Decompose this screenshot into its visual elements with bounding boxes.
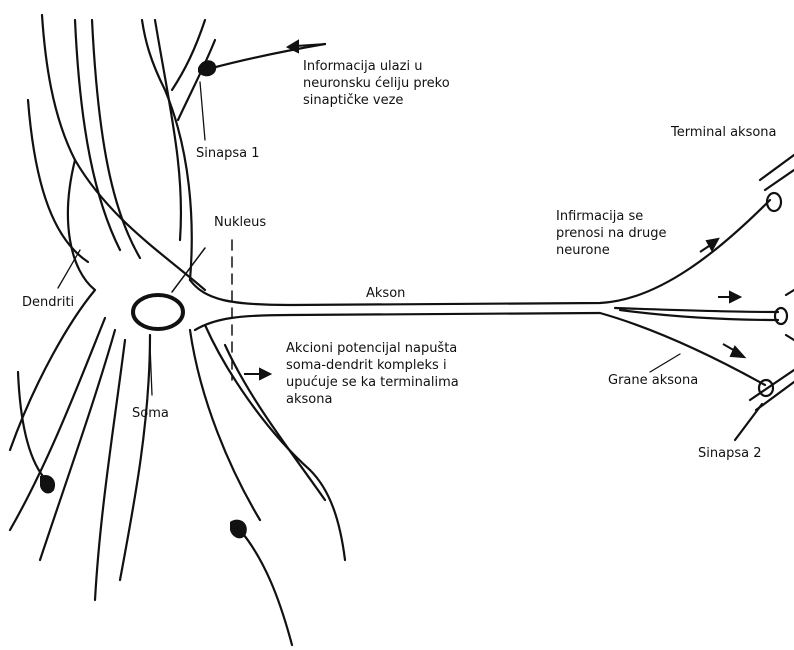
incoming-axon-left: [18, 372, 46, 480]
dendrite-upper-left-inner: [75, 20, 120, 250]
axon-terminal-middle: [775, 308, 787, 324]
label-soma: Soma: [132, 405, 169, 422]
dendrite-upper-left: [42, 15, 205, 290]
incoming-axon-bottom: [240, 530, 292, 645]
label-dendrites: Dendriti: [22, 294, 74, 311]
label-axon-branches: Grane aksona: [608, 372, 698, 389]
synapse-knob-bottom: [230, 520, 247, 539]
synapse-knob-top: [198, 60, 216, 76]
dendrite-upper-right: [142, 20, 192, 280]
label-synapse-1: Sinapsa 1: [196, 145, 259, 162]
synapse-knob-left: [40, 475, 55, 494]
label-axon-terminal: Terminal aksona: [671, 124, 777, 141]
label-info-in: Informacija ulazi u neuronsku ćeliju pre…: [303, 58, 450, 109]
label-action-potential: Akcioni potencijal napušta soma-dendrit …: [286, 340, 459, 408]
label-synapse-2: Sinapsa 2: [698, 445, 761, 462]
label-info-out: Infirmacija se prenosi na druge neurone: [556, 208, 666, 259]
label-nucleus: Nukleus: [214, 214, 266, 231]
label-axon: Akson: [366, 285, 405, 302]
nucleus: [133, 295, 183, 329]
axon-upper-edge: [190, 200, 770, 305]
